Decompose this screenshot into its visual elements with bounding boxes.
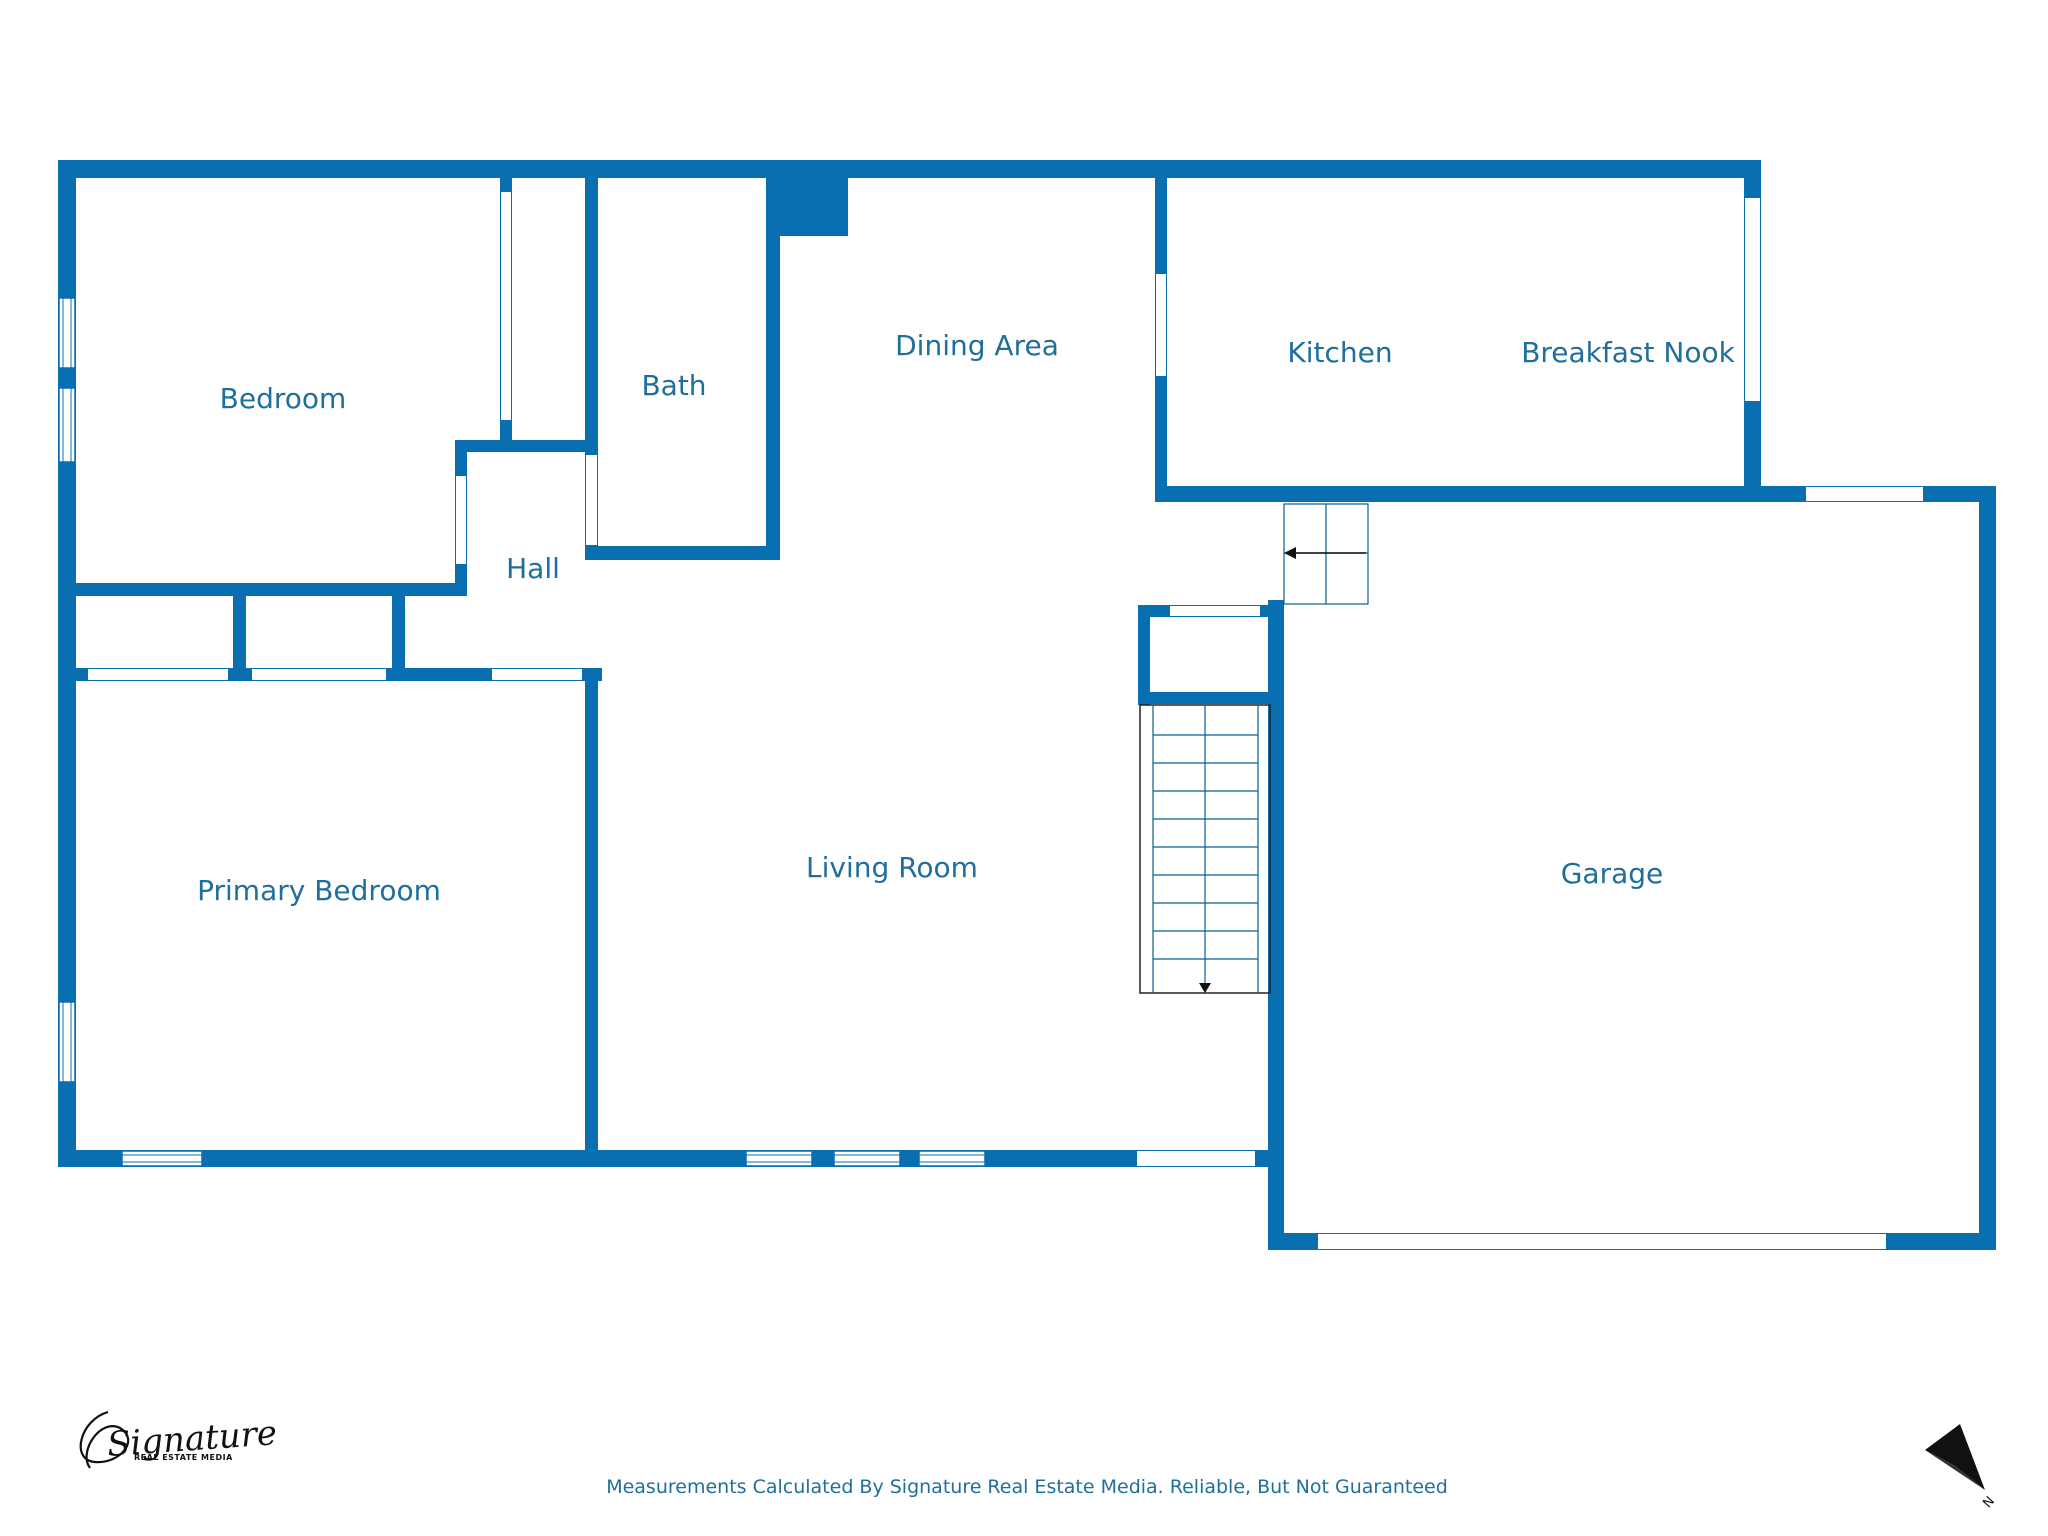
wall-bath-bottom (585, 546, 780, 560)
label-dining-area: Dining Area (895, 329, 1059, 362)
window-bedroom-left-2 (58, 387, 76, 463)
window-living-2 (833, 1150, 901, 1167)
wall-bottom (58, 1150, 1275, 1167)
wall-closet-divider-1 (233, 583, 246, 681)
window-living-1 (745, 1150, 813, 1167)
label-kitchen: Kitchen (1287, 336, 1392, 369)
door-hall-left (456, 476, 466, 564)
wall-garage-left (1268, 600, 1284, 1250)
window-primary-left (58, 1001, 76, 1083)
label-bath: Bath (641, 369, 706, 402)
door-closet-1 (88, 669, 228, 680)
label-living-room: Living Room (806, 851, 978, 884)
wall-closet-bottom (455, 440, 595, 452)
window-living-3 (918, 1150, 986, 1167)
footer-disclaimer: Measurements Calculated By Signature Rea… (606, 1476, 1448, 1498)
door-bedroom-closet (501, 192, 511, 420)
wall-top (58, 160, 1761, 178)
wall-bedroom-bottom (58, 583, 466, 596)
label-breakfast-nook: Breakfast Nook (1521, 336, 1735, 369)
wall-bath-right (766, 160, 780, 560)
label-hall: Hall (506, 552, 560, 585)
door-stair-top (1170, 606, 1260, 616)
stairs-garage (1283, 503, 1369, 605)
window-nook-right (1745, 198, 1760, 401)
door-garage-vehicle (1318, 1234, 1886, 1249)
door-front (1137, 1151, 1255, 1166)
label-garage: Garage (1561, 857, 1664, 890)
windows (58, 297, 986, 1167)
label-bedroom: Bedroom (220, 382, 347, 415)
door-primary (492, 669, 582, 680)
door-garage-top (1806, 487, 1923, 501)
wall-stair-left (1138, 605, 1150, 705)
signature-logo: Signature REAL ESTATE MEDIA (79, 1410, 278, 1469)
logo-subtitle: REAL ESTATE MEDIA (134, 1453, 233, 1462)
wall-stair-mid (1138, 692, 1284, 704)
door-bath (586, 455, 597, 545)
door-garage-entry (1269, 504, 1283, 598)
compass-letter: N (1980, 1494, 1998, 1511)
chimney-block (766, 160, 848, 236)
stairs-main (1139, 704, 1271, 994)
stairs-down-arrow-icon (1199, 983, 1211, 993)
north-arrow-icon: N (1925, 1424, 1998, 1511)
wall-primary-right (585, 668, 598, 1167)
door-closet-2 (252, 669, 386, 680)
stairs-garage-arrow-icon (1284, 547, 1296, 559)
window-primary-bottom (121, 1150, 203, 1167)
wall-garage-right (1979, 486, 1996, 1250)
door-kitchen-left (1156, 274, 1166, 376)
room-labels: Bedroom Bath Dining Area Kitchen Breakfa… (197, 329, 1735, 907)
wall-closet-divider-2 (392, 583, 405, 681)
label-primary-bedroom: Primary Bedroom (197, 874, 441, 907)
openings (88, 192, 1923, 1249)
walls (58, 160, 1996, 1250)
window-bedroom-left-1 (58, 297, 76, 369)
